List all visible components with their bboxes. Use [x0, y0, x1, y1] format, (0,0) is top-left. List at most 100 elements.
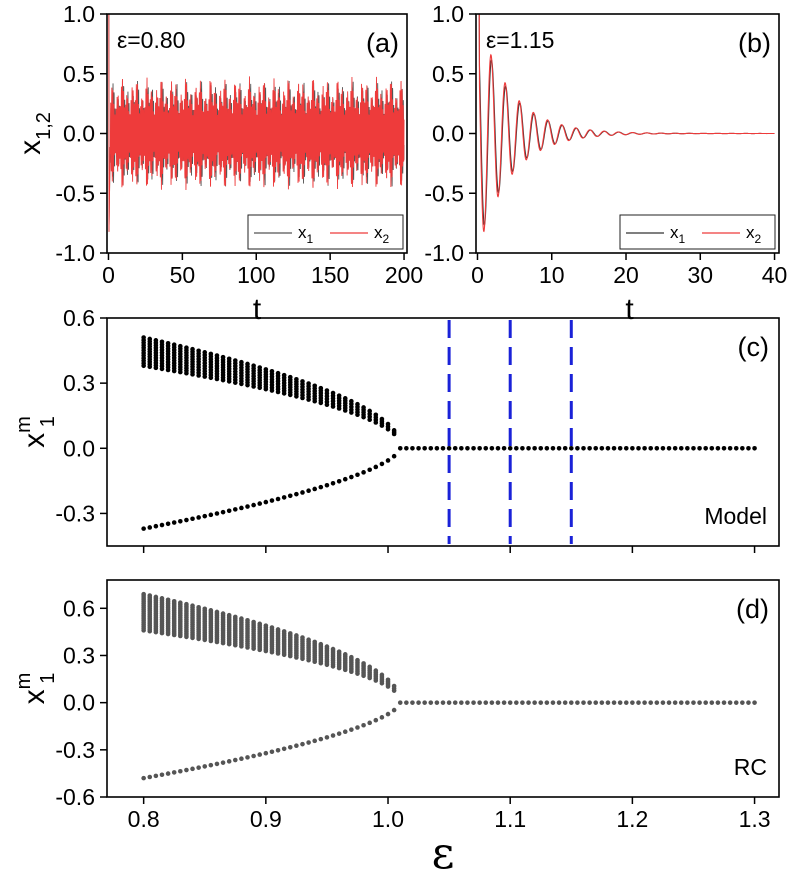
lower-branch-point: [208, 762, 214, 768]
fixed-point: [422, 445, 427, 451]
lower-branch-point: [287, 493, 293, 499]
upper-band-point: [263, 623, 269, 628]
lower-branch-point: [385, 458, 391, 463]
fixed-point: [471, 445, 476, 451]
upper-band-point: [355, 401, 360, 407]
panel-tag: (c): [738, 332, 769, 362]
lower-branch-point: [208, 512, 214, 518]
fixed-point: [416, 700, 421, 705]
fixed-point: [715, 700, 721, 705]
legend-label-x2: x2: [746, 223, 762, 246]
fixed-point: [666, 445, 672, 451]
legend-label-subscript: 2: [755, 232, 762, 246]
upper-band-point: [306, 381, 311, 386]
y-axis-title-subscript: 1,2: [33, 112, 55, 140]
y-tick-label: -0.3: [55, 737, 95, 763]
fixed-point: [599, 445, 605, 451]
fixed-point: [740, 445, 745, 451]
x-axis-title: ε: [432, 828, 455, 879]
upper-band-point: [153, 338, 159, 343]
lower-branch-point: [269, 749, 275, 755]
fixed-point: [623, 445, 629, 451]
fixed-point: [581, 700, 586, 705]
upper-band-point: [367, 664, 372, 670]
upper-band-point: [165, 340, 171, 346]
lower-branch-point: [171, 770, 177, 775]
y-axis-title-subscript: 1: [37, 673, 59, 684]
lower-branch-point: [232, 507, 238, 512]
fixed-point: [721, 700, 727, 705]
lower-branch-point: [184, 767, 189, 773]
x-tick-label: 0: [102, 262, 115, 288]
plot-frame: [106, 579, 780, 798]
lower-branch-point: [281, 495, 287, 500]
upper-band-point: [355, 657, 360, 663]
fixed-point: [428, 445, 434, 451]
upper-band-point: [342, 396, 348, 401]
fixed-point: [471, 700, 476, 705]
fixed-point: [709, 700, 715, 705]
lower-branch-point: [275, 748, 281, 753]
lower-branch-point: [257, 752, 263, 757]
lower-branch-point: [263, 750, 269, 756]
fixed-point: [562, 445, 568, 451]
fixed-point: [507, 700, 513, 705]
upper-band-point: [171, 598, 177, 604]
y-axis-title: x1,2: [14, 112, 55, 155]
upper-band-point: [214, 609, 220, 615]
fixed-point: [538, 700, 544, 705]
upper-band-point: [367, 408, 372, 414]
legend-label-subscript: 2: [383, 232, 390, 246]
fixed-point: [575, 700, 580, 705]
fixed-point: [678, 700, 684, 705]
upper-band-point: [385, 677, 391, 683]
fixed-point: [678, 445, 684, 451]
fixed-point: [617, 445, 623, 451]
upper-band-point: [294, 633, 299, 638]
fixed-point: [648, 700, 654, 705]
upper-band-point: [349, 654, 354, 660]
upper-band-point: [324, 644, 330, 649]
lower-branch-point: [385, 711, 391, 717]
upper-band-point: [184, 345, 189, 350]
fixed-point: [483, 700, 489, 705]
upper-band-point: [379, 672, 385, 678]
upper-band-point: [287, 374, 293, 380]
fixed-point: [691, 700, 696, 705]
upper-band-point: [220, 611, 226, 616]
upper-band-point: [287, 631, 293, 636]
lower-branch-point: [312, 738, 318, 744]
upper-band-point: [257, 621, 263, 627]
lower-branch-point: [379, 715, 385, 720]
fixed-point: [477, 700, 482, 705]
fixed-point: [611, 700, 617, 705]
fixed-point: [642, 700, 647, 705]
fixed-point: [605, 445, 611, 451]
fixed-point: [568, 445, 574, 451]
fixed-point: [660, 445, 666, 451]
legend-label-x1: x1: [670, 223, 686, 246]
lower-branch-point: [257, 501, 263, 506]
fixed-point: [477, 445, 482, 451]
upper-band-point: [159, 339, 165, 345]
lower-branch-point: [349, 727, 354, 732]
lower-branch-point: [239, 505, 244, 511]
upper-band-point: [330, 646, 336, 652]
upper-band-point: [141, 335, 146, 340]
lower-branch-point: [355, 725, 360, 730]
lower-branch-point: [287, 744, 293, 750]
upper-band-point: [190, 346, 195, 352]
lower-branch-point: [214, 761, 220, 767]
fixed-point: [514, 700, 519, 705]
upper-band-point: [281, 629, 287, 634]
fixed-point: [733, 700, 739, 705]
lower-branch-point: [294, 491, 299, 497]
fixed-point: [593, 445, 599, 451]
x-axis-title: t: [625, 293, 634, 326]
lower-branch-point: [361, 722, 366, 728]
upper-band-point: [300, 379, 305, 384]
